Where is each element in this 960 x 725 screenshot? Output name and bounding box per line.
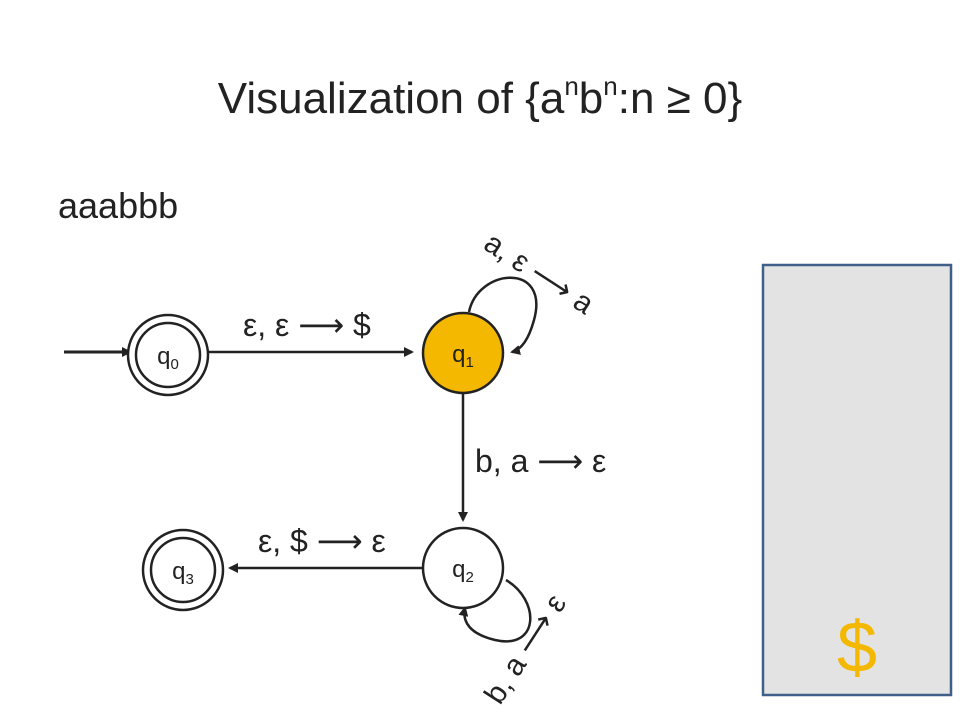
state-label-q1: q1 <box>452 341 474 371</box>
transition-label-q1-q2: b, a ⟶ ε <box>475 443 606 479</box>
stack: $ <box>761 263 953 697</box>
self-loop-q2 <box>458 578 532 643</box>
input-string: aaabbb <box>58 185 178 226</box>
state-q0: q0 <box>126 313 210 397</box>
transition-label-q2-q3: ε, $ ⟶ ε <box>258 523 386 559</box>
self-loop-q1 <box>467 276 538 355</box>
transition-label-q0-q1: ε, ε ⟶ $ <box>243 307 371 343</box>
stack-item: $ <box>837 608 877 688</box>
transition-label-q2-loop: b, a ⟶ ε <box>478 589 573 710</box>
state-q1: q1 <box>421 311 505 395</box>
state-label-q0: q0 <box>157 343 179 373</box>
state-q3: q3 <box>141 528 225 612</box>
slide-title: Visualization of {anbn:n ≥ 0} <box>218 71 742 123</box>
transition-label-q1-loop: a, ε ⟶ a <box>478 226 599 321</box>
stack-box <box>761 263 953 697</box>
state-label-q3: q3 <box>172 558 194 588</box>
state-label-q2: q2 <box>452 556 474 586</box>
state-q2: q2 <box>421 526 505 610</box>
